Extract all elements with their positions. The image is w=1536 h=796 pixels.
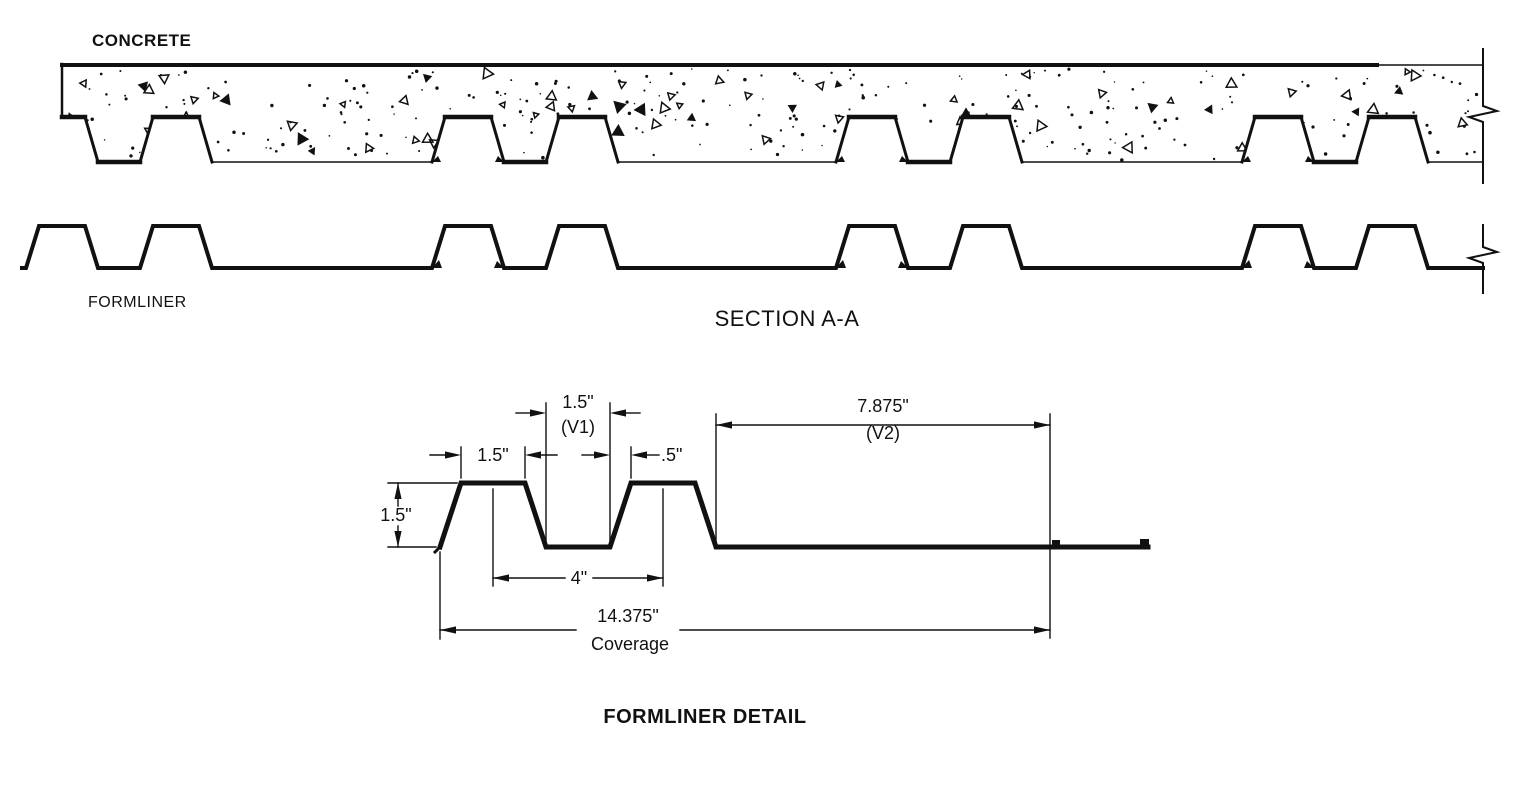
- detail-title: FORMLINER DETAIL: [603, 706, 806, 728]
- section-title: SECTION A-A: [715, 306, 860, 331]
- dim-v2-width: 7.875": [857, 396, 908, 416]
- dim-v2-tag: (V2): [866, 423, 900, 443]
- formliner-detail-drawing: [387, 402, 1151, 640]
- formliner-label: FORMLINER: [88, 294, 187, 311]
- dim-coverage-value: 14.375": [597, 606, 658, 626]
- concrete-aggregate-stipple: [66, 66, 1479, 162]
- formliner-profile-outline: [20, 224, 1501, 294]
- dim-rib-height: 1.5": [380, 505, 411, 525]
- dim-v1-width: 1.5": [562, 392, 593, 412]
- dim-rib-spacing: 4": [571, 568, 587, 588]
- dim-v1-tag: (V1): [561, 417, 595, 437]
- concrete-label: CONCRETE: [92, 31, 191, 50]
- dim-coverage-caption: Coverage: [591, 634, 669, 654]
- concrete-section-outline: [59, 48, 1501, 184]
- dim-rib-top-width: 1.5": [477, 445, 508, 465]
- dim-slope-offset: .5": [661, 445, 682, 465]
